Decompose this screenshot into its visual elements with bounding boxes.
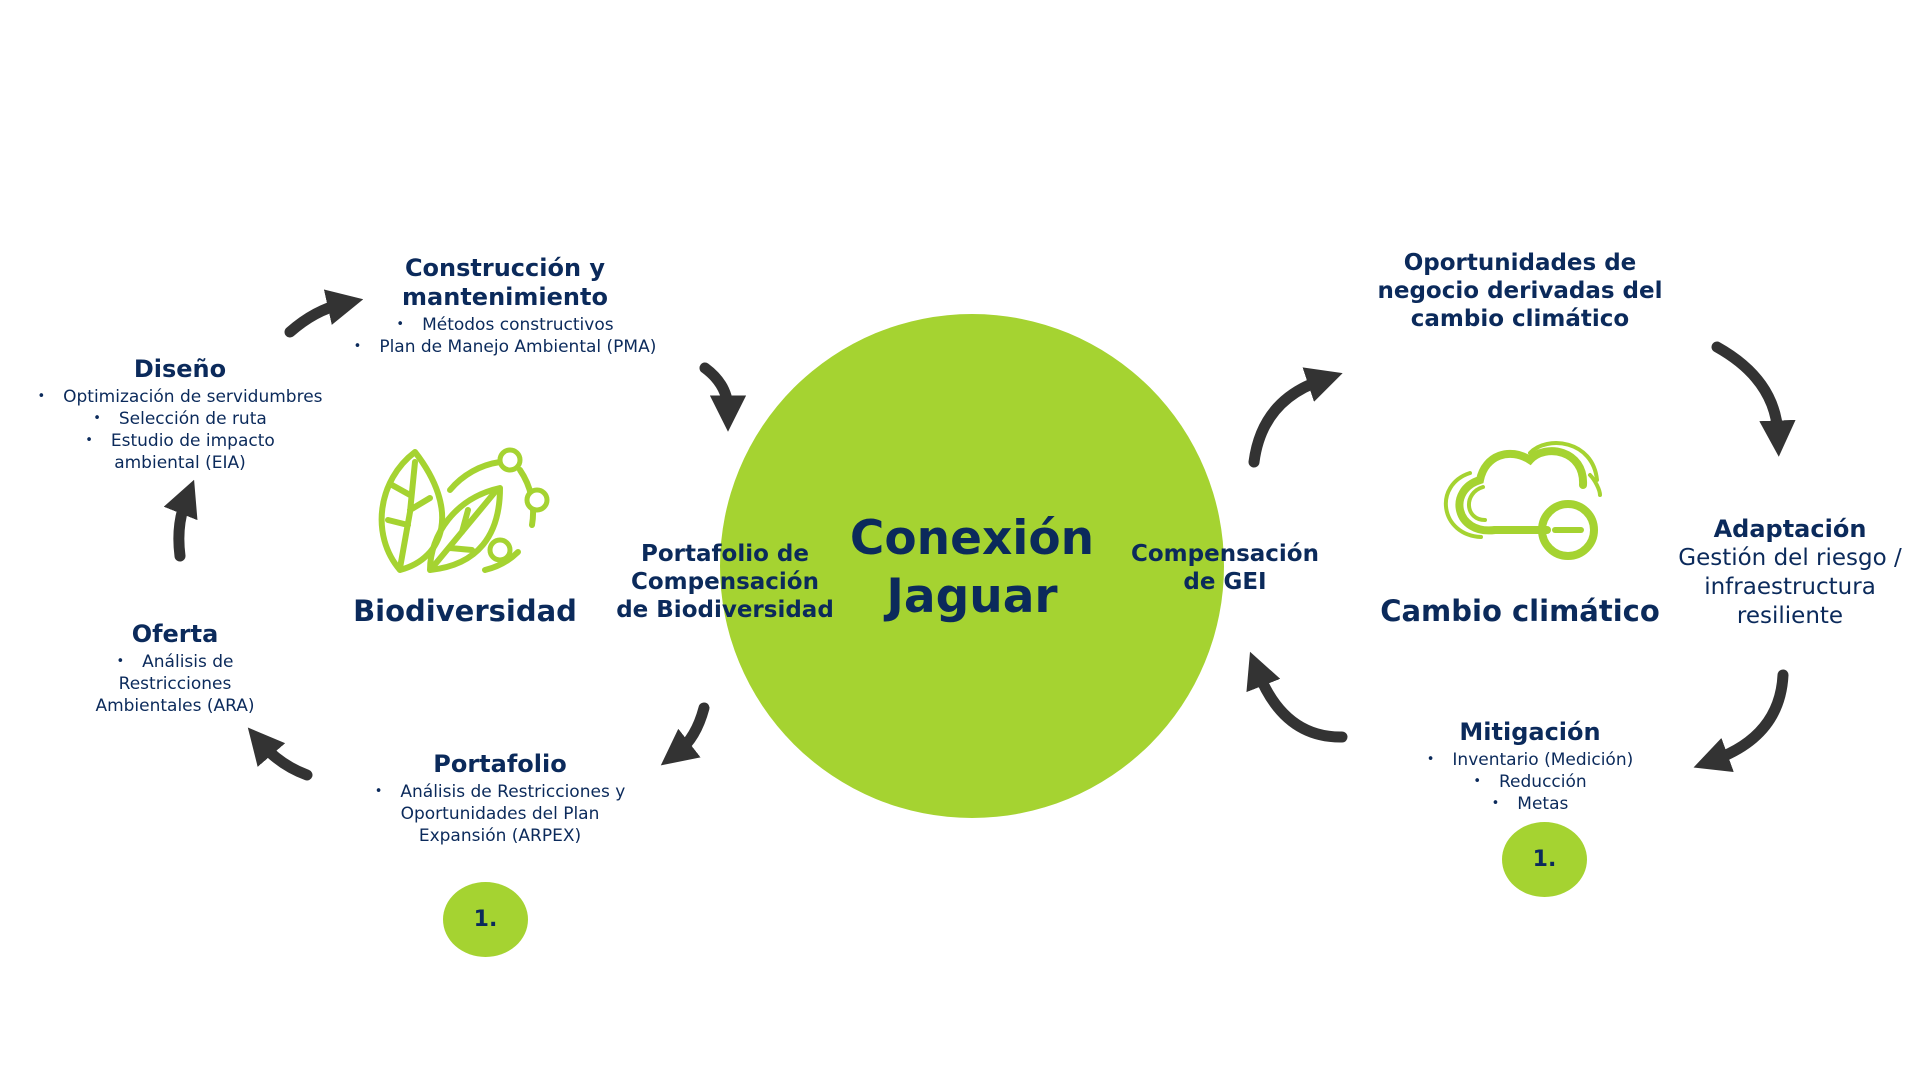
- gei-compensation-label: Compensación de GEI: [1130, 540, 1320, 596]
- center-title: Conexión Jaguar: [720, 510, 1224, 626]
- opportunities-label: Oportunidades de negocio derivadas del c…: [1370, 249, 1670, 333]
- biodiversity-title: Biodiversidad: [353, 594, 577, 628]
- design-block: Diseño Optimización de servidumbres Sele…: [30, 355, 330, 474]
- portfolio-title: Portafolio: [433, 750, 567, 778]
- arrow-mitigation-to-gei: [1246, 651, 1348, 743]
- offer-title: Oferta: [131, 620, 219, 648]
- adaptation-block: Adaptación Gestión del riesgo / infraest…: [1670, 515, 1910, 631]
- mitigation-title: Mitigación: [1459, 718, 1601, 746]
- center-title-line2: Jaguar: [886, 569, 1058, 624]
- arrow-construction-to-compensation: [699, 362, 747, 432]
- climate-badge: 1.: [1502, 822, 1587, 897]
- portfolio-block: Portafolio Análisis de Restricciones y O…: [350, 750, 650, 847]
- biodiversity-badge: 1.: [443, 882, 528, 957]
- offer-list: Análisis de Restricciones Ambientales (A…: [45, 651, 305, 717]
- list-item: Plan de Manejo Ambiental (PMA): [345, 336, 665, 358]
- list-item: Selección de ruta: [30, 408, 330, 430]
- list-item: Análisis de Restricciones Ambientales (A…: [65, 651, 285, 717]
- list-item: Estudio de impacto ambiental (EIA): [40, 430, 320, 474]
- adaptation-line3: resiliente: [1736, 603, 1844, 629]
- construction-title: Construcción y mantenimiento: [345, 254, 665, 312]
- offer-block: Oferta Análisis de Restricciones Ambient…: [45, 620, 305, 717]
- arrow-adaptation-to-mitigation: [1693, 669, 1789, 773]
- opportunities-line3: cambio climático: [1410, 306, 1630, 332]
- design-title: Diseño: [133, 355, 227, 383]
- construction-title-line1: Construcción y: [404, 254, 606, 282]
- design-list: Optimización de servidumbres Selección d…: [30, 386, 330, 474]
- cloud-minus-icon: [1443, 441, 1602, 560]
- construction-title-line2: mantenimiento: [402, 283, 608, 311]
- list-item: Análisis de Restricciones y Oportunidade…: [355, 781, 645, 847]
- construction-block: Construcción y mantenimiento Métodos con…: [345, 254, 665, 358]
- list-item: Métodos constructivos: [345, 314, 665, 336]
- portfolio-list: Análisis de Restricciones y Oportunidade…: [350, 781, 650, 847]
- arrow-portfolio-to-offer: [247, 727, 313, 781]
- construction-list: Métodos constructivos Plan de Manejo Amb…: [345, 314, 665, 358]
- arrow-compensation-to-portfolio: [660, 702, 710, 766]
- opportunities-line2: negocio derivadas del: [1377, 278, 1663, 304]
- gei-compensation-line2: de GEI: [1183, 569, 1267, 595]
- gei-compensation-line1: Compensación: [1131, 541, 1319, 567]
- adaptation-line2: infraestructura: [1704, 574, 1876, 600]
- adaptation-line1: Gestión del riesgo /: [1678, 545, 1902, 571]
- biodiversity-compensation-line1: Portafolio de: [641, 541, 809, 567]
- adaptation-title: Adaptación: [1713, 515, 1867, 543]
- biodiversity-compensation-line3: de Biodiversidad: [616, 597, 834, 623]
- climate-title: Cambio climático: [1380, 594, 1660, 628]
- arrow-gei-to-opportunities: [1248, 367, 1343, 468]
- list-item: Inventario (Medición): [1405, 749, 1655, 771]
- biodiversity-compensation-label: Portafolio de Compensación de Biodiversi…: [610, 540, 840, 624]
- arrow-offer-to-design: [163, 479, 198, 562]
- mitigation-list: Inventario (Medición) Reducción Metas: [1405, 749, 1655, 815]
- center-title-line1: Conexión: [849, 511, 1095, 566]
- opportunities-line1: Oportunidades de: [1403, 250, 1637, 276]
- list-item: Reducción: [1405, 771, 1655, 793]
- biodiversity-compensation-line2: Compensación: [631, 569, 819, 595]
- arrow-opportunities-to-adaptation: [1711, 341, 1796, 457]
- mitigation-block: Mitigación Inventario (Medición) Reducci…: [1405, 718, 1655, 815]
- list-item: Optimización de servidumbres: [30, 386, 330, 408]
- leaf-network-icon: [378, 447, 550, 573]
- list-item: Metas: [1405, 793, 1655, 815]
- center-circle: [720, 314, 1224, 818]
- arrow-design-to-construction: [284, 289, 364, 338]
